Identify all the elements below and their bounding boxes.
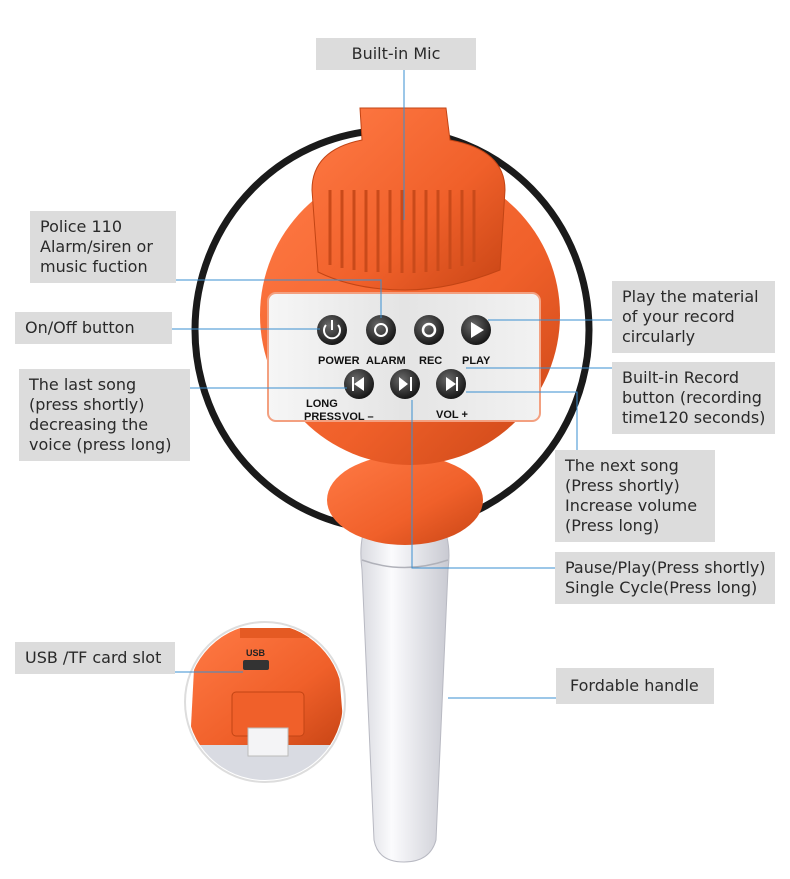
callout-text: of your record: [622, 307, 735, 326]
callout-text: The last song: [29, 375, 137, 394]
callout-text: Pause/Play(Press shortly): [565, 558, 766, 577]
callout-text: Single Cycle(Press long): [565, 578, 758, 597]
callout-text: (Press long): [565, 516, 660, 535]
callout-builtin-record: Built-in Record button (recording time12…: [612, 362, 775, 434]
callout-handle: Fordable handle: [556, 668, 714, 704]
callout-text: (press shortly): [29, 395, 145, 414]
callout-pause-play: Pause/Play(Press shortly) Single Cycle(P…: [555, 552, 775, 604]
power-button: [317, 315, 347, 345]
vol-plus-label: VOL +: [436, 409, 468, 421]
alarm-label: ALARM: [366, 355, 406, 367]
callout-play-material: Play the material of your record circula…: [612, 281, 775, 353]
usb-label: USB: [246, 648, 266, 658]
callout-next-song: The next song (Press shortly) Increase v…: [555, 450, 715, 542]
play-button: [461, 315, 491, 345]
callout-text: USB /TF card slot: [25, 648, 162, 667]
callout-text: Fordable handle: [570, 676, 699, 695]
callout-text: music fuction: [40, 257, 148, 276]
callout-text: Built-in Mic: [351, 44, 441, 63]
usb-inset: USB: [184, 621, 346, 783]
handle: [360, 519, 450, 863]
rec-label: REC: [419, 355, 442, 367]
callout-usb-slot: USB /TF card slot: [15, 642, 175, 674]
callout-text: Play the material: [622, 287, 759, 306]
prev-button: [344, 369, 374, 399]
callout-text: Increase volume: [565, 496, 698, 515]
callout-text: (Press shortly): [565, 476, 680, 495]
leader-lines: [172, 70, 612, 699]
alarm-button: [366, 315, 396, 345]
vol-minus-label: VOL –: [342, 411, 374, 423]
mic-housing: [311, 107, 506, 291]
callout-text: button (recording: [622, 388, 762, 407]
press-label: PRESS: [304, 411, 341, 423]
pause-play-button: [390, 369, 420, 399]
callout-last-song: The last song (press shortly) decreasing…: [19, 369, 190, 461]
callout-text: decreasing the: [29, 415, 149, 434]
callout-text: time120 seconds): [622, 408, 766, 427]
callout-text: voice (press long): [29, 435, 172, 454]
callout-text: Police 110: [40, 217, 123, 236]
callout-text: Alarm/siren or: [40, 237, 153, 256]
next-button: [436, 369, 466, 399]
long-label: LONG: [306, 398, 338, 410]
callout-text: circularly: [622, 327, 696, 346]
callout-text: The next song: [565, 456, 679, 475]
callout-text: On/Off button: [25, 318, 135, 337]
rec-button: [414, 315, 444, 345]
callout-police-alarm: Police 110 Alarm/siren or music fuction: [30, 211, 176, 283]
callout-onoff: On/Off button: [15, 312, 172, 344]
callout-builtin-mic: Built-in Mic: [316, 38, 476, 70]
mic-grille: [328, 190, 476, 273]
callout-text: Built-in Record: [622, 368, 740, 387]
play-label: PLAY: [462, 355, 491, 367]
power-label: POWER: [318, 355, 360, 367]
